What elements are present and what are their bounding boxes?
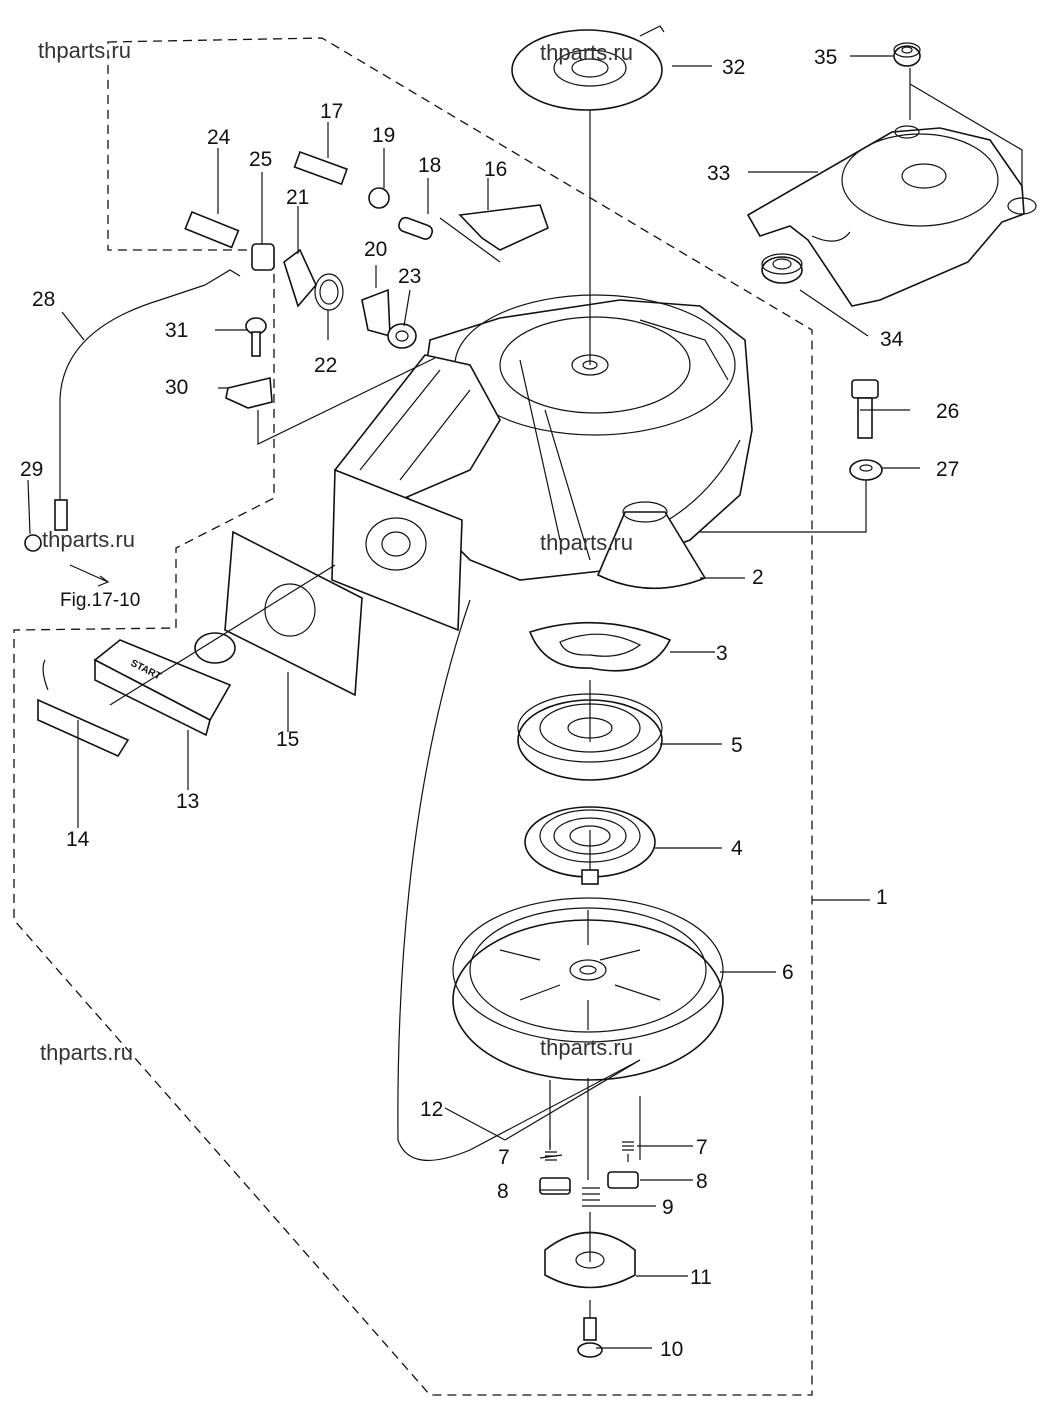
part-21-link <box>283 248 317 308</box>
callout-13: 13 <box>176 790 199 813</box>
watermark: thparts.ru <box>42 527 135 552</box>
callout-19: 19 <box>372 124 395 147</box>
callout-18: 18 <box>418 154 441 177</box>
figure-reference: Fig.17-10 <box>60 590 140 611</box>
callout-leaders <box>27 55 920 1349</box>
callout-32: 32 <box>722 56 745 79</box>
callout-9: 9 <box>662 1196 674 1219</box>
callout-35: 35 <box>814 46 837 69</box>
callout-3: 3 <box>716 642 728 665</box>
callout-21: 21 <box>286 186 309 209</box>
handle-rope <box>109 564 336 706</box>
part-7-spring-right <box>622 1141 634 1162</box>
callout-7-right: 7 <box>696 1136 708 1159</box>
callout-31: 31 <box>165 319 188 342</box>
watermark: thparts.ru <box>540 1035 633 1060</box>
part-31-screw <box>245 317 267 357</box>
part-10-bolt <box>577 1317 603 1358</box>
callout-30: 30 <box>165 376 188 399</box>
callout-24: 24 <box>207 126 231 149</box>
part-30-bracket <box>225 377 273 409</box>
part-26-bolt <box>851 379 879 439</box>
callout-25: 25 <box>249 148 272 171</box>
part-9-spring <box>582 1187 600 1207</box>
part-27-washer <box>849 459 883 481</box>
callout-26: 26 <box>936 400 959 423</box>
watermark: thparts.ru <box>540 40 633 65</box>
part-29-clip <box>24 534 42 552</box>
callout-4: 4 <box>731 837 743 860</box>
starter-housing <box>333 294 753 581</box>
part-28-cable <box>54 269 241 531</box>
watermark: thparts.ru <box>40 1040 133 1065</box>
assembly-boundary <box>13 37 813 1396</box>
callout-7-left: 7 <box>498 1146 510 1169</box>
watermark: thparts.ru <box>540 530 633 555</box>
part-13-start-handle: START <box>93 632 236 737</box>
watermark: thparts.ru <box>38 38 131 63</box>
part-6-pulley <box>452 897 724 1081</box>
part-8-ratchet-left <box>539 1177 571 1195</box>
part-35-grommet <box>893 42 921 67</box>
callout-15: 15 <box>276 728 299 751</box>
part-12-rope <box>504 1059 641 1141</box>
callout-2: 2 <box>752 566 764 589</box>
callout-8-right: 8 <box>696 1170 708 1193</box>
part-22-spring <box>314 273 344 311</box>
part-24-bolt <box>184 210 240 249</box>
callout-10: 10 <box>660 1338 683 1361</box>
part-18-pin <box>398 216 434 240</box>
callout-16: 16 <box>484 158 507 181</box>
callout-14: 14 <box>66 828 90 851</box>
part-19-ring <box>368 187 390 209</box>
part-23-washer <box>387 323 417 349</box>
callout-11: 11 <box>690 1266 712 1289</box>
figure-reference-arrow <box>69 564 110 587</box>
callout-12: 12 <box>420 1098 443 1121</box>
part-25-collar <box>251 243 275 271</box>
part-33-top-cover <box>746 125 1037 307</box>
callout-29: 29 <box>20 458 43 481</box>
callout-34: 34 <box>880 328 904 351</box>
part-15-guide-pad <box>224 530 363 697</box>
part-12-rope-path <box>397 599 641 1161</box>
callout-23: 23 <box>398 265 421 288</box>
part-3-washer <box>528 621 672 672</box>
part-20-cam <box>361 288 391 338</box>
callout-33: 33 <box>707 162 730 185</box>
part-14-insert <box>37 659 130 758</box>
callout-22: 22 <box>314 354 337 377</box>
part-32-disc <box>511 25 665 111</box>
rope-guide-plate <box>331 468 463 632</box>
callout-17: 17 <box>320 100 343 123</box>
connector-lines <box>257 68 1023 1318</box>
callout-1: 1 <box>876 886 888 909</box>
part-16-lever <box>458 204 549 251</box>
part-2-cone <box>596 501 707 590</box>
part-34-grommet <box>761 253 803 284</box>
part-17-bolt <box>293 150 349 186</box>
callout-6: 6 <box>782 961 794 984</box>
callout-27: 27 <box>936 458 959 481</box>
callout-8-left: 8 <box>497 1180 509 1203</box>
callout-28: 28 <box>32 288 55 311</box>
callout-5: 5 <box>731 734 743 757</box>
callout-20: 20 <box>364 238 387 261</box>
part-8-ratchet-right <box>607 1171 639 1189</box>
